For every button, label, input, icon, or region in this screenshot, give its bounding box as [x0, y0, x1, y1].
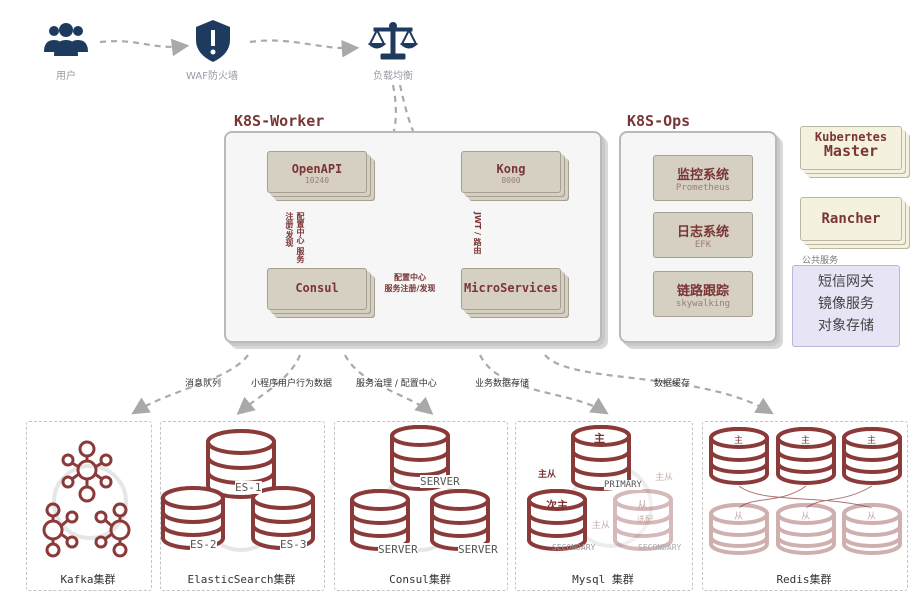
- mysql-secondary-mark: 次主: [546, 499, 568, 512]
- k8s-worker-title: K8S-Worker: [234, 112, 325, 130]
- load-balancer-scale-icon: [368, 22, 418, 60]
- microservices-name: MicroServices: [464, 281, 558, 295]
- mysql-secondary-db-icon: [527, 489, 587, 551]
- redis-master-2-db-icon: [776, 427, 836, 485]
- redis-slave-1-db-icon: [709, 503, 769, 555]
- mysql-slave-mark: 从: [637, 499, 648, 512]
- es-cluster-box: [160, 421, 325, 591]
- redis-master-1-db-icon: [709, 427, 769, 485]
- redis-cluster-box: [702, 421, 908, 591]
- edge-label-mq: 消息队列: [185, 379, 222, 389]
- mysql-rel-primary-slave: 主从: [655, 473, 674, 483]
- consul-node: Consul: [267, 268, 367, 310]
- mysql-secondary-label: SECONDARY: [552, 543, 596, 552]
- kong-name: Kong: [496, 162, 526, 176]
- ops-monitor-name: 监控系统: [676, 168, 729, 183]
- es-node-1-db-icon: [206, 429, 276, 499]
- kong-node: Kong 8000: [461, 151, 561, 193]
- public-service-sms: 短信网关: [818, 274, 874, 290]
- redis-master-3-mark: 主: [867, 436, 877, 446]
- mysql-rel-primary-secondary: 主从: [538, 470, 557, 480]
- kong-port: 8000: [501, 176, 521, 185]
- kafka-logo-icon: [42, 440, 131, 558]
- ops-trace-card: 链路跟踪 skywalking: [653, 271, 753, 317]
- consul-cluster-box: [334, 421, 508, 591]
- consul-server-2-label: SERVER: [378, 543, 418, 556]
- redis-slave-1-mark: 从: [734, 512, 744, 522]
- mysql-cluster-label: Mysql 集群: [572, 573, 634, 586]
- mysql-cluster-diagram: [527, 425, 673, 551]
- consul-server-1-db-icon: [390, 425, 450, 491]
- redis-slave-3-db-icon: [842, 503, 902, 555]
- k8s-master-card: Kubernetes Master: [800, 126, 902, 170]
- ops-log-name: 日志系统: [676, 225, 729, 240]
- mysql-primary-db-icon: [571, 425, 631, 491]
- public-services-box: 短信网关 镜像服务 对象存储: [792, 265, 900, 347]
- mysql-cluster-box: [515, 421, 693, 591]
- edge-label-behavior: 小程序用户行为数据: [251, 379, 333, 389]
- k8s-ops-title: K8S-Ops: [627, 112, 691, 130]
- kafka-cluster-label: Kafka集群: [60, 573, 116, 586]
- waf-label: WAF防火墙: [186, 71, 238, 82]
- public-service-storage: 对象存储: [818, 318, 874, 334]
- waf-shield-icon: [196, 20, 230, 62]
- users-label: 用户: [56, 71, 76, 82]
- consul-server-3-db-icon: [430, 489, 490, 551]
- ops-monitor-sub: Prometheus: [675, 183, 731, 193]
- redis-master-3-db-icon: [842, 427, 902, 485]
- es-node-1-label: ES-1: [235, 481, 262, 494]
- redis-cluster-label: Redis集群: [776, 573, 832, 586]
- kafka-cluster-box: [26, 421, 152, 591]
- microservices-node: MicroServices: [461, 268, 561, 310]
- mysql-slave-sub: 选配: [637, 515, 653, 524]
- openapi-name: OpenAPI: [291, 162, 343, 176]
- consul-name: Consul: [295, 281, 339, 295]
- consul-ms-link-line1: 配置中心: [394, 273, 426, 282]
- redis-slave-2-db-icon: [776, 503, 836, 555]
- redis-cluster-diagram: [709, 427, 902, 555]
- public-services-title: 公共服务: [802, 256, 839, 266]
- master-line1: Kubernetes: [814, 130, 888, 144]
- consul-cluster-diagram: [350, 425, 490, 552]
- es-node-2-label: ES-2: [190, 538, 217, 551]
- edge-label-governance: 服务治理 / 配置中心: [356, 379, 437, 389]
- mysql-primary-mark: 主: [594, 432, 605, 445]
- users-icon: [44, 23, 88, 56]
- public-service-image: 镜像服务: [818, 296, 874, 312]
- es-node-3-label: ES-3: [280, 538, 307, 551]
- redis-master-2-mark: 主: [801, 436, 811, 446]
- consul-ms-link-line2: 服务注册/发现: [384, 284, 436, 293]
- openapi-consul-link-label: 配置中心 服务注册/发现: [285, 212, 305, 263]
- consul-server-2-db-icon: [350, 489, 410, 551]
- master-line2: Master: [823, 142, 879, 160]
- rancher-name: Rancher: [821, 211, 881, 227]
- lb-label: 负载均衡: [373, 71, 413, 82]
- redis-slave-2-mark: 从: [801, 512, 811, 522]
- consul-ms-link-label: 配置中心 服务注册/发现: [372, 272, 448, 294]
- edge-label-biz-storage: 业务数据存储: [475, 379, 530, 389]
- consul-server-1-label: SERVER: [420, 475, 460, 488]
- ops-monitor-card: 监控系统 Prometheus: [653, 155, 753, 201]
- mysql-rel-secondary-slave: 主从: [592, 521, 611, 531]
- ops-trace-sub: skywalking: [675, 299, 731, 309]
- consul-cluster-label: Consul集群: [389, 573, 451, 586]
- rancher-card: Rancher: [800, 197, 902, 241]
- es-cluster-label: ElasticSearch集群: [187, 573, 296, 586]
- ops-log-sub: EFK: [694, 240, 712, 250]
- openapi-port: 10240: [304, 176, 330, 185]
- mysql-slave-label: SECONDARY: [638, 543, 682, 552]
- mysql-slave-db-icon: [613, 489, 673, 551]
- mysql-primary-label: PRIMARY: [604, 480, 642, 490]
- kong-ms-link-label: JWT / 路由: [473, 212, 482, 254]
- es-node-3-db-icon: [251, 486, 315, 550]
- es-node-2-db-icon: [161, 486, 225, 550]
- redis-master-1-mark: 主: [734, 436, 744, 446]
- ops-trace-name: 链路跟踪: [676, 284, 729, 299]
- edge-label-cache: 数据缓存: [654, 379, 691, 389]
- es-cluster-diagram: [161, 429, 315, 552]
- ops-log-card: 日志系统 EFK: [653, 212, 753, 258]
- redis-slave-3-mark: 从: [867, 512, 877, 522]
- openapi-node: OpenAPI 10240: [267, 151, 367, 193]
- consul-server-3-label: SERVER: [458, 543, 498, 556]
